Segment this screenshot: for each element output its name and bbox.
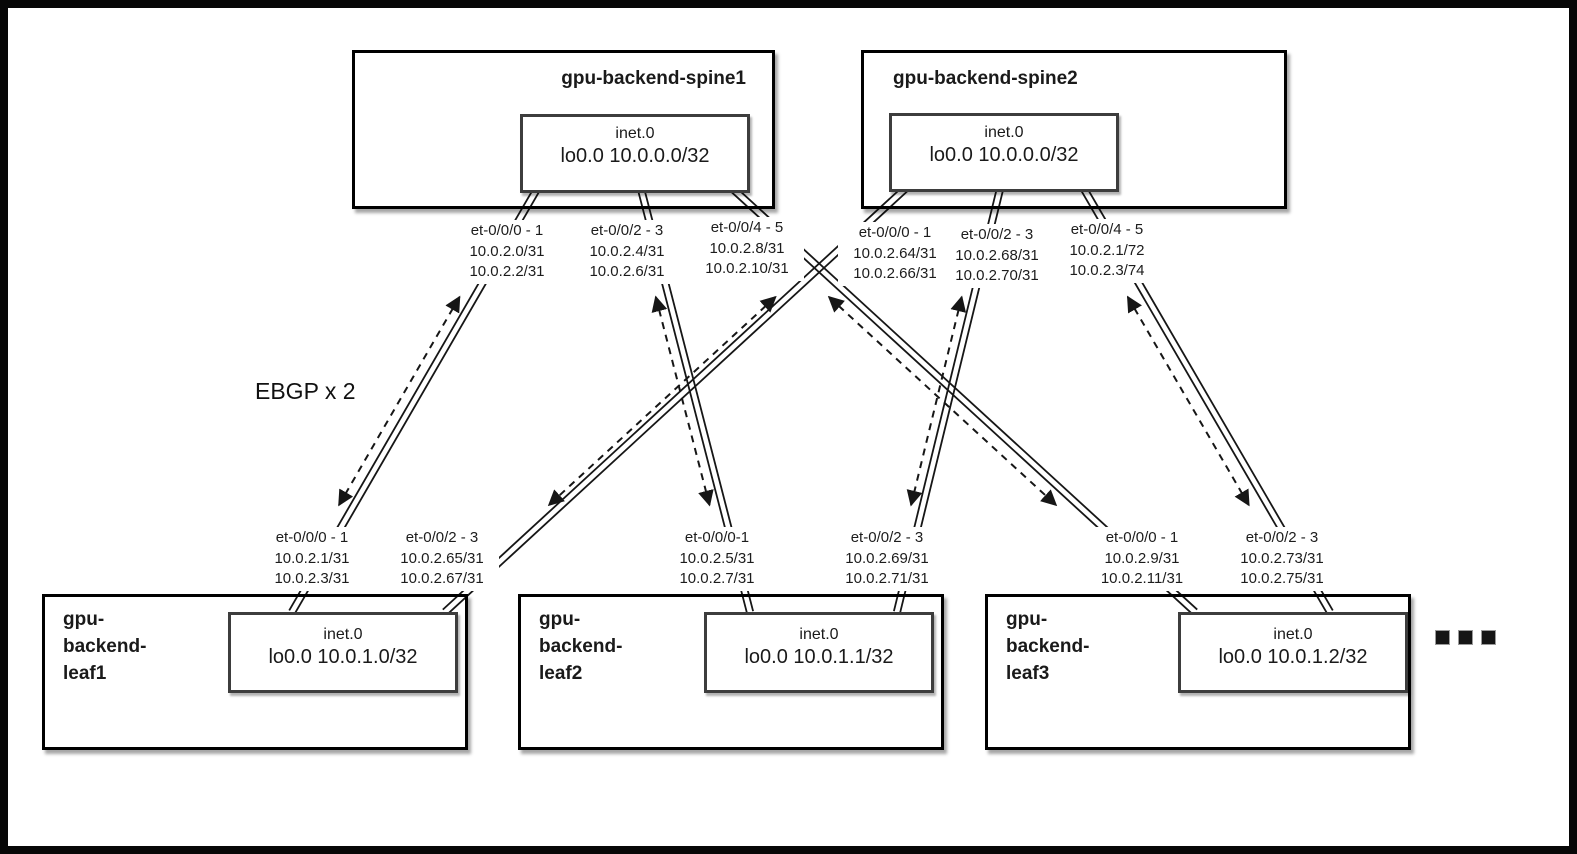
node-title-line: backend-: [63, 636, 147, 657]
interface-label-leaf2-et002-3: et-0/0/2 - 3 10.0.2.69/31 10.0.2.71/31: [830, 527, 944, 591]
interface-label-spine1-et004-5: et-0/0/4 - 5 10.0.2.8/31 10.0.2.10/31: [690, 217, 804, 281]
node-title-line: backend-: [1006, 636, 1090, 657]
loopback-address: lo0.0 10.0.1.1/32: [744, 646, 894, 668]
interface-label-leaf3-et002-3: et-0/0/2 - 3 10.0.2.73/31 10.0.2.75/31: [1225, 527, 1339, 591]
interface-label-leaf1-et002-3: et-0/0/2 - 3 10.0.2.65/31 10.0.2.67/31: [385, 527, 499, 591]
node-title-line: gpu-: [1006, 609, 1048, 630]
interface-port: et-0/0/2 - 3: [1245, 529, 1319, 546]
interface-ip: 10.0.2.8/31: [709, 239, 785, 257]
interface-port: et-0/0/0 - 1: [858, 224, 932, 241]
interface-ip: 10.0.2.65/31: [400, 549, 484, 567]
interface-port: et-0/0/0 - 1: [275, 529, 349, 546]
interface-ip: 10.0.2.3/74: [1069, 262, 1145, 279]
interface-ip: 10.0.2.71/31: [845, 570, 929, 587]
ebgp-x2-annotation: EBGP x 2: [255, 378, 356, 404]
interface-ip: 10.0.2.10/31: [705, 260, 789, 277]
loopback-address: lo0.0 10.0.1.0/32: [268, 646, 418, 668]
interface-ip: 10.0.2.2/31: [469, 263, 545, 280]
interface-ip: 10.0.2.67/31: [400, 570, 484, 587]
interface-ip: 10.0.2.4/31: [589, 242, 665, 260]
link-spine2-leaf1: [442, 185, 908, 616]
interface-ip: 10.0.2.68/31: [955, 246, 1039, 264]
node-title-line: leaf3: [1006, 663, 1050, 684]
route-table-name: inet.0: [323, 626, 363, 643]
interface-ip: 10.0.2.70/31: [955, 267, 1039, 284]
interface-label-spine2-et002-3: et-0/0/2 - 3 10.0.2.68/31 10.0.2.70/31: [940, 224, 1054, 288]
interface-port: et-0/0/0-1: [684, 529, 750, 546]
loopback-address: lo0.0 10.0.1.2/32: [1218, 646, 1368, 668]
interface-label-spine1-et000-1: et-0/0/0 - 1 10.0.2.0/31 10.0.2.2/31: [450, 220, 564, 284]
interface-ip: 10.0.2.3/31: [274, 570, 350, 587]
interface-port: et-0/0/2 - 3: [850, 529, 924, 546]
interface-label-spine2-et004-5: et-0/0/4 - 5 10.0.2.1/72 10.0.2.3/74: [1050, 219, 1164, 283]
node-title-line: gpu-: [63, 609, 105, 630]
loopback-address: lo0.0 10.0.0.0/32: [929, 144, 1079, 166]
interface-ip: 10.0.2.0/31: [469, 242, 545, 260]
interface-ip: 10.0.2.9/31: [1104, 549, 1180, 567]
interface-ip: 10.0.2.75/31: [1240, 570, 1324, 587]
interface-ip: 10.0.2.5/31: [679, 549, 755, 567]
node-title-line: leaf1: [63, 663, 107, 684]
interface-label-leaf2-et000-1: et-0/0/0-1 10.0.2.5/31 10.0.2.7/31: [660, 527, 774, 591]
interface-port: et-0/0/2 - 3: [960, 226, 1034, 243]
interface-ip: 10.0.2.69/31: [845, 549, 929, 567]
node-gpu-backend-spine1: gpu-backend-spine1 inet.0 lo0.0 10.0.0.0…: [352, 50, 775, 209]
interface-ip: 10.0.2.7/31: [679, 570, 755, 587]
interface-label-leaf3-et000-1: et-0/0/0 - 1 10.0.2.9/31 10.0.2.11/31: [1085, 527, 1199, 591]
interface-ip: 10.0.2.64/31: [853, 244, 937, 262]
interface-port: et-0/0/2 - 3: [590, 222, 664, 239]
interface-ip: 10.0.2.1/31: [274, 549, 350, 567]
node-title: gpu- backend- leaf2: [539, 606, 622, 687]
interface-port: et-0/0/4 - 5: [1070, 221, 1144, 238]
route-table-box: inet.0 lo0.0 10.0.0.0/32: [889, 113, 1119, 192]
route-table-box: inet.0 lo0.0 10.0.1.2/32: [1178, 612, 1408, 693]
route-table-box: inet.0 lo0.0 10.0.0.0/32: [520, 114, 750, 193]
interface-port: et-0/0/0 - 1: [1105, 529, 1179, 546]
route-table-name: inet.0: [799, 626, 839, 643]
node-title: gpu- backend- leaf3: [1006, 606, 1089, 687]
interface-label-leaf1-et000-1: et-0/0/0 - 1 10.0.2.1/31 10.0.2.3/31: [255, 527, 369, 591]
node-title-line: leaf2: [539, 663, 583, 684]
interface-ip: 10.0.2.11/31: [1100, 570, 1184, 587]
node-title: gpu-backend-spine1: [561, 68, 746, 89]
node-gpu-backend-leaf3: gpu- backend- leaf3 inet.0 lo0.0 10.0.1.…: [985, 594, 1411, 750]
node-gpu-backend-leaf1: gpu- backend- leaf1 inet.0 lo0.0 10.0.1.…: [42, 594, 468, 750]
interface-port: et-0/0/2 - 3: [405, 529, 479, 546]
more-leaves-ellipsis-icon: [1435, 630, 1496, 645]
loopback-address: lo0.0 10.0.0.0/32: [560, 145, 710, 167]
node-title-line: backend-: [539, 636, 623, 657]
ellipsis-square: [1435, 630, 1450, 645]
route-table-name: inet.0: [1273, 626, 1313, 643]
interface-ip: 10.0.2.73/31: [1240, 549, 1324, 567]
route-table-name: inet.0: [615, 125, 655, 142]
interface-label-spine1-et002-3: et-0/0/2 - 3 10.0.2.4/31 10.0.2.6/31: [570, 220, 684, 284]
interface-ip: 10.0.2.66/31: [853, 265, 937, 282]
ellipsis-square: [1481, 630, 1496, 645]
node-title: gpu- backend- leaf1: [63, 606, 146, 687]
route-table-box: inet.0 lo0.0 10.0.1.0/32: [228, 612, 458, 693]
ellipsis-square: [1458, 630, 1473, 645]
route-table-box: inet.0 lo0.0 10.0.1.1/32: [704, 612, 934, 693]
interface-ip: 10.0.2.6/31: [589, 263, 665, 280]
interface-port: et-0/0/4 - 5: [710, 219, 784, 236]
node-title: gpu-backend-spine2: [893, 68, 1078, 89]
interface-label-spine2-et000-1: et-0/0/0 - 1 10.0.2.64/31 10.0.2.66/31: [838, 222, 952, 286]
node-gpu-backend-spine2: gpu-backend-spine2 inet.0 lo0.0 10.0.0.0…: [861, 50, 1287, 209]
node-gpu-backend-leaf2: gpu- backend- leaf2 inet.0 lo0.0 10.0.1.…: [518, 594, 944, 750]
interface-ip: 10.0.2.1/72: [1069, 241, 1145, 259]
node-title-line: gpu-: [539, 609, 581, 630]
interface-port: et-0/0/0 - 1: [470, 222, 544, 239]
route-table-name: inet.0: [984, 124, 1024, 141]
